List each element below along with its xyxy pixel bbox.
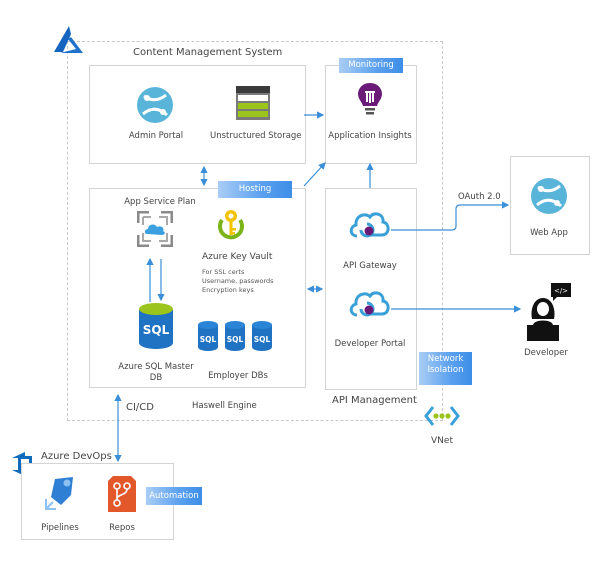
vnet-label: VNet [431,436,453,446]
sql-master-label-line2: DB [149,373,163,384]
employer-db-icon[interactable]: SQL [197,320,219,352]
app-service-globe-icon[interactable] [136,86,174,124]
sql-master-icon[interactable]: SQL [138,302,174,350]
employer-db-icon[interactable]: SQL [251,320,273,352]
azure-boundary [67,41,443,421]
arrow-haswell-to-monitoring [303,162,326,187]
employer-db-icon[interactable]: SQL [224,320,246,352]
oauth-label: OAuth 2.0 [458,192,501,202]
automation-tag: Automation [146,487,202,505]
api-management-container [325,188,417,390]
sql-master-label: Azure SQL Master DB [118,362,194,384]
repos-icon[interactable] [108,476,136,512]
app-service-plan-label: App Service Plan [124,197,196,207]
key-vault-notes: For SSL certs Username, passwords Encryp… [202,268,274,294]
api-gateway-label: API Gateway [343,261,397,271]
unstructured-storage-label: Unstructured Storage [210,131,302,141]
pipelines-label: Pipelines [41,523,79,533]
network-isolation-line1: Network [427,354,464,364]
arrow-gateway-to-webapp [391,201,510,231]
monitoring-tag: Monitoring [339,58,403,73]
key-vault-icon[interactable] [217,208,245,242]
repos-label: Repos [109,523,135,533]
developer-person-icon[interactable]: </> [524,281,574,341]
haswell-container [89,188,306,388]
sql-master-label-line1: Azure SQL Master [118,362,194,372]
network-isolation-line2: Isolation [427,364,464,375]
application-insights-label: Application Insights [328,131,412,141]
cms-title: Content Management System [133,47,283,58]
sql-text: SQL [200,335,217,344]
pipelines-icon[interactable] [43,475,75,513]
vnet-icon[interactable] [424,405,460,427]
key-vault-label: Azure Key Vault [202,252,273,262]
network-isolation-tag: Network Isolation [419,352,472,385]
employer-dbs-label: Employer DBs [208,371,268,381]
developer-portal-icon[interactable] [347,287,391,321]
hosting-tag: Hosting [218,181,292,198]
cicd-label: CI/CD [126,402,154,413]
api-gateway-icon[interactable] [347,208,391,242]
sql-text: SQL [227,335,244,344]
azure-devops-title: Azure DevOps [41,451,112,462]
azure-logo-icon [54,26,83,53]
developer-portal-label: Developer Portal [334,339,406,349]
api-management-title: API Management [332,395,417,406]
app-service-plan-icon[interactable] [137,211,173,247]
code-bubble-text: </> [554,287,568,295]
key-vault-note: Encryption keys [202,285,254,294]
web-app-label: Web App [530,228,568,238]
key-vault-note: For SSL certs [202,268,245,276]
sql-text: SQL [254,335,271,344]
haswell-title: Haswell Engine [192,401,257,411]
sql-text: SQL [143,323,170,337]
lightbulb-icon[interactable] [357,82,383,118]
web-app-globe-icon[interactable] [530,177,568,215]
key-vault-note: Username, passwords [202,276,274,285]
admin-portal-label: Admin Portal [128,131,184,141]
storage-icon[interactable] [236,86,270,120]
developer-label: Developer [524,348,568,358]
